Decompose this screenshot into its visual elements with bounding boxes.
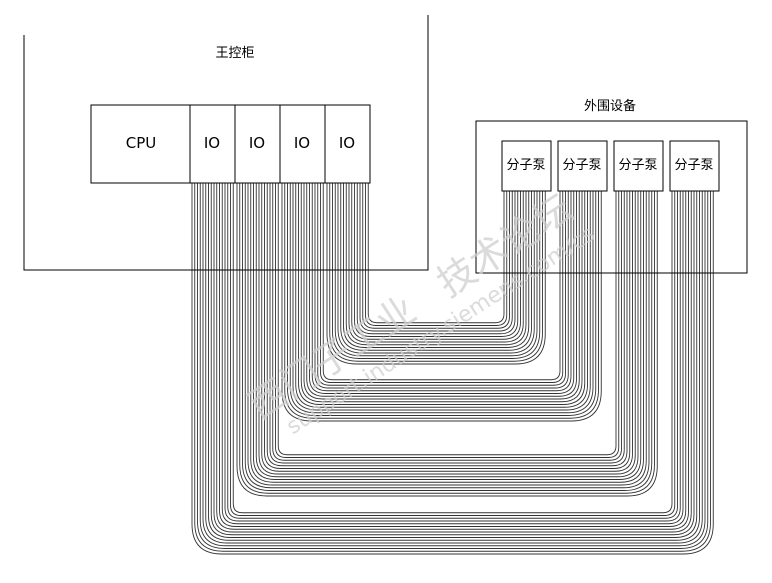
cable-wire: [309, 183, 575, 394]
cable-wire: [216, 183, 689, 530]
pump-3: 分子泵: [613, 140, 664, 192]
cable-wire: [311, 183, 572, 392]
cable-wire: [236, 183, 658, 497]
peripherals-title: 外围设备: [584, 98, 636, 114]
cable-wire: [208, 183, 698, 538]
cable-wire: [303, 183, 580, 400]
cable-wire: [253, 183, 642, 480]
peripherals-box: [475, 120, 748, 274]
io-module-3: IO: [279, 104, 326, 184]
cable-wire: [258, 183, 636, 475]
cable-bundles: [191, 183, 714, 555]
cable-wire: [348, 183, 524, 343]
cable-wire: [295, 183, 588, 408]
cable-wire: [281, 183, 602, 422]
cable-wire: [351, 183, 521, 340]
cable-wire: [247, 183, 647, 486]
cable-wire: [300, 183, 583, 403]
io-label: IO: [339, 134, 355, 152]
cable-wire: [230, 183, 676, 516]
cable-wire: [210, 183, 695, 536]
cable-wire: [287, 183, 597, 416]
cable-wire: [205, 183, 700, 541]
cable-wire: [306, 183, 577, 397]
pump-2: 分子泵: [557, 140, 608, 192]
pump-label: 分子泵: [674, 158, 713, 173]
io-module-1: IO: [189, 104, 236, 184]
cable-wire: [367, 183, 505, 324]
cable-wire: [354, 183, 519, 337]
cable-wire: [343, 183, 530, 348]
cable-wire: [362, 183, 510, 329]
cpu-module: [90, 104, 191, 184]
cable-wire: [298, 183, 586, 405]
cable-wire: [329, 183, 543, 362]
cable-wire: [244, 183, 650, 489]
cable-wire: [219, 183, 687, 527]
cable-wire: [239, 183, 655, 494]
cpu-label: CPU: [126, 134, 157, 152]
cable-wire: [345, 183, 527, 346]
cable-wire: [266, 183, 628, 467]
cable-wire: [255, 183, 639, 478]
cable-wire: [326, 183, 546, 365]
pump-label: 分子泵: [618, 158, 657, 173]
io-label: IO: [294, 134, 310, 152]
cable-wire: [213, 183, 692, 533]
pump-label: 分子泵: [562, 158, 601, 173]
cable-wire: [284, 183, 599, 419]
cable-wire: [242, 183, 653, 491]
cable-wire: [221, 183, 684, 525]
cable-wire: [314, 183, 569, 389]
cable-wire: [269, 183, 625, 464]
cable-wire: [365, 183, 508, 326]
cable-wire: [261, 183, 633, 472]
cabinet-outline: [23, 15, 429, 271]
cable-wire: [322, 183, 561, 381]
cable-wire: [232, 183, 673, 514]
cable-wire: [264, 183, 631, 469]
pump-1: 分子泵: [501, 140, 552, 192]
cable-wire: [272, 183, 622, 461]
cable-wire: [359, 183, 513, 332]
cable-wire: [199, 183, 706, 547]
cable-wire: [277, 183, 617, 456]
cable-wire: [275, 183, 620, 458]
cable-wire: [197, 183, 709, 549]
cable-wire: [194, 183, 711, 552]
pump-4: 分子泵: [669, 140, 720, 192]
cable-wire: [334, 183, 538, 357]
pump-label: 分子泵: [506, 158, 545, 173]
cable-wire: [227, 183, 678, 519]
cable-wire: [289, 183, 594, 414]
io-module-4: IO: [324, 104, 371, 184]
cable-wire: [191, 183, 714, 555]
cable-wire: [320, 183, 564, 383]
cable-wire: [292, 183, 591, 411]
io-module-2: IO: [234, 104, 281, 184]
io-label: IO: [204, 134, 220, 152]
cable-wire: [202, 183, 703, 544]
cable-wire: [340, 183, 532, 351]
cable-wire: [317, 183, 566, 386]
cable-wire: [250, 183, 644, 483]
io-label: IO: [249, 134, 265, 152]
cable-wire: [224, 183, 681, 522]
cable-wire: [332, 183, 541, 359]
cabinet-title: 王控柜: [215, 46, 254, 61]
cable-wire: [337, 183, 535, 354]
cable-wire: [356, 183, 516, 335]
